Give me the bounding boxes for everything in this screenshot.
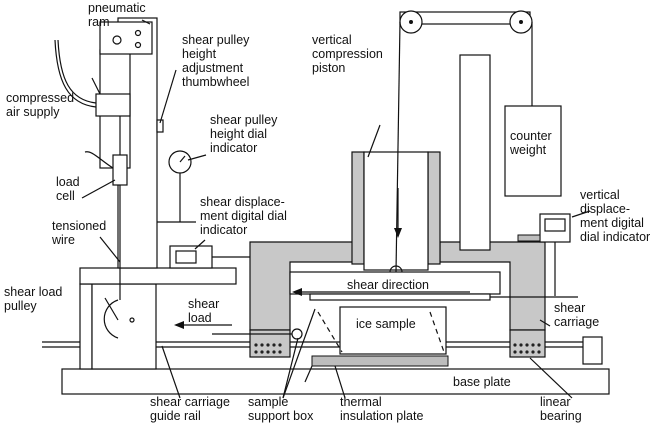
cross-beam [79,267,237,285]
counter-weight-box [504,105,562,197]
top-pulley-left-axle [409,20,413,24]
ram-bolt-3 [134,41,142,49]
pulley-axle [129,317,135,323]
vertical-dial-screen [544,218,566,232]
label-vertical-disp-dial: vertical displace- ment digital dial ind… [580,188,650,244]
label-counter-weight: counter weight [509,129,555,157]
piston-cable [395,21,401,273]
pulley-housing [91,283,157,370]
thumbwheel [156,119,164,133]
left-frame-outer [79,283,93,370]
label-vertical-piston: vertical compression piston [312,33,386,75]
support-dash-left [317,311,343,353]
label-guide-rail: shear carriage guide rail [150,395,233,423]
load-cell-cable [84,151,114,169]
dial-needle [179,155,186,163]
label-linear-bearing: linear bearing [540,395,582,423]
shear-load-arrowhead [174,321,184,329]
counterweight-column [459,54,491,251]
leader-lines [81,19,591,399]
shear-dial-screen [175,250,197,264]
top-pulley-right-axle [519,20,523,24]
label-shear-direction: shear direction [347,278,429,292]
label-shear-carriage: shear carriage [554,301,599,329]
linear-bearing-dots [254,343,541,354]
support-dash-right [429,311,445,353]
ram-bolt-1 [112,35,122,45]
lower-platen [309,293,491,301]
ice-sample-box [339,306,447,355]
shear-connector [291,328,303,340]
thermal-insulation-plate [311,355,449,367]
label-base-plate: base plate [453,375,511,389]
base-plate [61,368,610,395]
dial-mount [517,234,541,242]
rail-end-right [582,336,603,365]
shear-direction-arrowhead [292,288,302,296]
label-insulation-plate: thermal insulation plate [340,395,423,423]
piston-housing-left [351,151,365,265]
label-load-cell: load cell [56,175,83,203]
compression-arrowhead [394,228,402,238]
label-shear-pulley-dial: shear pulley height dial indicator [210,113,281,155]
label-support-box: sample support box [248,395,314,423]
air-fitting [95,93,131,117]
air-supply-hose-2 [54,39,97,108]
ram-bolt-2 [134,29,142,37]
label-shear-pulley-adjust: shear pulley height adjustment thumbwhee… [182,33,253,89]
label-shear-disp-dial: shear displace- ment digital dial indica… [200,195,290,237]
pneumatic-ram [99,21,153,55]
label-pneumatic-ram: pneumatic ram [88,1,149,29]
air-supply-hose [57,39,97,104]
label-tensioned-wire: tensioned wire [51,219,110,247]
label-shear-load-pulley: shear load pulley [4,285,66,313]
label-compressed-air-supply: compressed air supply [6,91,78,119]
label-shear-load: shear load [188,297,223,325]
label-ice-sample: ice sample [356,317,416,331]
shear-load-pulley [103,299,119,339]
piston-housing-right [427,151,441,265]
